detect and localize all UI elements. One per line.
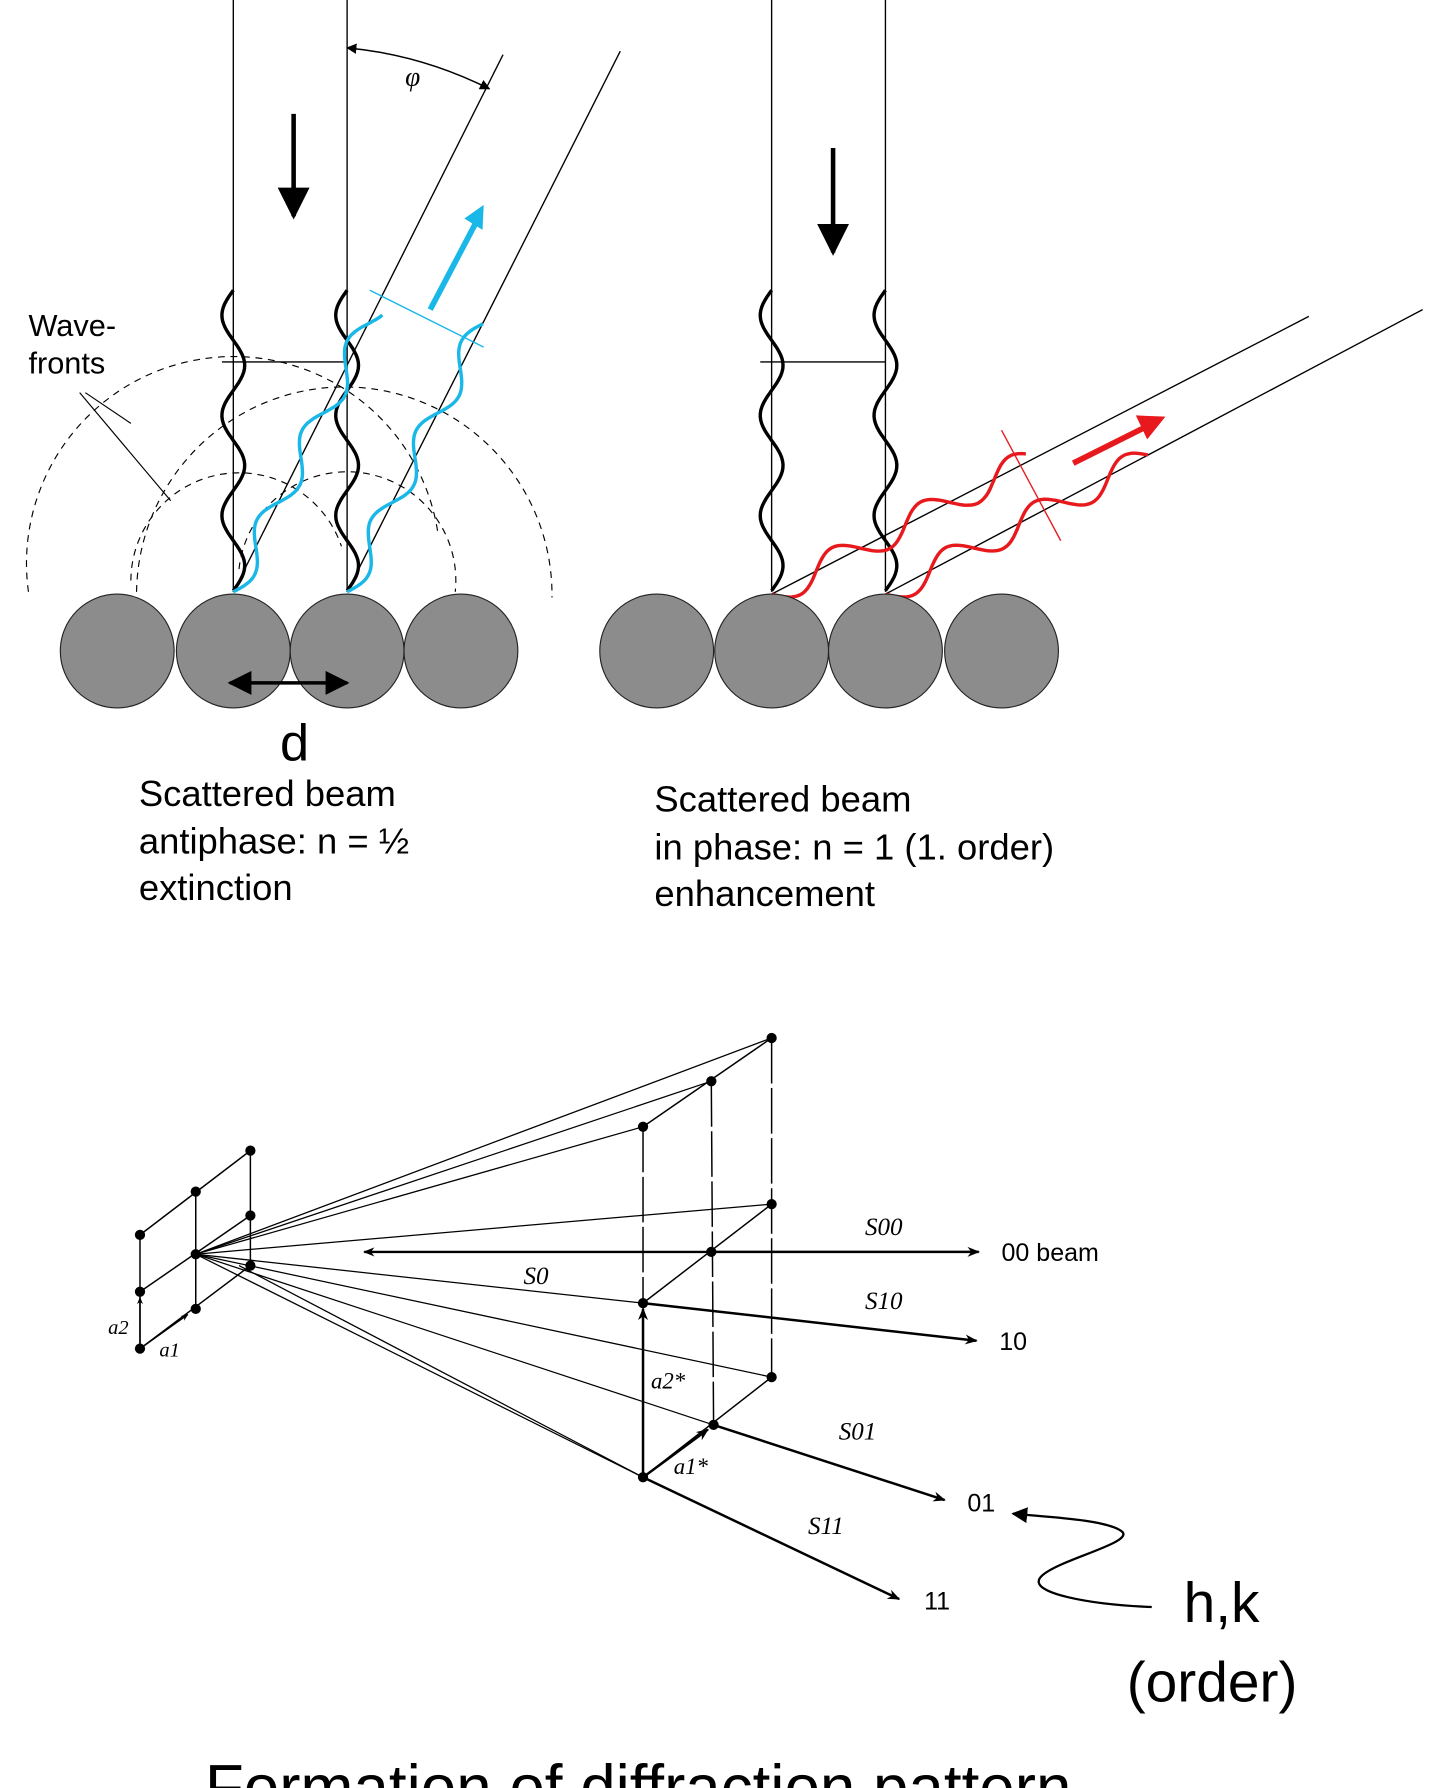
atom-row-right (599, 593, 1059, 709)
rays (195, 1037, 772, 1478)
reciprocal-lattice (638, 1037, 773, 1479)
phi-label: φ (405, 61, 420, 91)
lattice-point (708, 1419, 719, 1431)
scattered-beam-arrow-red (1071, 425, 1146, 466)
caption-in-phase: Scattered beam (654, 778, 911, 819)
waves (758, 289, 1149, 599)
lattice-point (134, 1343, 146, 1354)
label-s0: S0 (524, 1263, 550, 1290)
lattice-point (706, 1076, 717, 1087)
caption-antiphase: antiphase: n = ½ (139, 821, 409, 862)
beam-label-01: 01 (967, 1489, 995, 1517)
lattice-point (245, 1210, 256, 1221)
label-a2: a2 (108, 1317, 128, 1339)
lattice-point (134, 1286, 146, 1297)
beam-label-10: 10 (999, 1328, 1027, 1356)
lattice-point (190, 1186, 201, 1197)
lattice-point (245, 1260, 256, 1271)
incident-wave (872, 289, 899, 592)
caption-in-phase: enhancement (654, 873, 875, 914)
lattice-point (766, 1372, 777, 1383)
lattice-point (134, 1229, 146, 1240)
lattice-points (134, 1032, 777, 1483)
beam-label-00: 00 beam (1002, 1239, 1099, 1267)
lattice-point (706, 1246, 717, 1258)
in-phase-panel: Scattered beam in phase: n = 1 (1. order… (599, 0, 1423, 914)
scattered-wave-blue (232, 313, 384, 594)
bottom-labels: S00 S0 S10 S01 S11 a2 a1 a2* a1* 00 beam… (108, 1214, 1297, 1788)
label-s10: S10 (865, 1288, 903, 1315)
beam-11 (642, 1476, 901, 1601)
caption-antiphase: extinction (139, 867, 293, 908)
lattice-point (637, 1472, 649, 1483)
lattice-point (637, 1121, 649, 1132)
lattice-point (190, 1249, 201, 1260)
beam-01 (713, 1423, 946, 1502)
wavefronts-label: Wave- (28, 308, 116, 343)
atom-row-left (59, 593, 519, 709)
incident-beam-lines (221, 0, 621, 593)
caption-antiphase: Scattered beam (139, 773, 396, 814)
scattered-wave-blue (346, 322, 484, 594)
label-s11: S11 (808, 1513, 844, 1540)
blue-arrowhead-icon (464, 204, 484, 230)
lattice-point (637, 1298, 649, 1309)
wavefronts-label: fronts (28, 345, 105, 380)
label-a2star: a2* (651, 1369, 686, 1394)
incident-wave (758, 289, 785, 592)
scattered-beam-arrow-blue (427, 221, 479, 311)
order-label: (order) (1127, 1650, 1298, 1714)
lattice-point (245, 1145, 256, 1156)
label-s01: S01 (839, 1419, 877, 1446)
caption-in-phase: in phase: n = 1 (1. order) (654, 826, 1054, 867)
wavefronts-pointer (79, 392, 172, 502)
scattered-wave-red (771, 451, 1027, 599)
spacing-label: d (280, 714, 309, 772)
wavefront-arcs (25, 355, 553, 598)
waves (220, 289, 484, 594)
antiphase-panel: φ Wave- fronts d Scattered beam antiphas… (25, 0, 621, 908)
red-arrowhead-icon (1135, 415, 1166, 440)
hk-pointer (1011, 1507, 1152, 1609)
lattice-point (766, 1199, 777, 1210)
beam-10 (642, 1301, 978, 1345)
incident-wave (220, 289, 247, 592)
page-title: Formation of diffraction pattern (205, 1752, 1072, 1788)
beam-label-11: 11 (924, 1587, 950, 1615)
label-s00: S00 (865, 1214, 903, 1241)
reciprocal-lattice-diagram (134, 1032, 1152, 1609)
blue-wavefront-line (369, 289, 484, 348)
label-a1star: a1* (674, 1454, 709, 1479)
lattice-point (190, 1303, 201, 1314)
phi-angle-arc (346, 43, 491, 90)
lattice-point (766, 1032, 777, 1044)
scattered-wave-red (885, 451, 1149, 599)
hk-label: h,k (1184, 1571, 1260, 1635)
wavefronts-pointer (85, 392, 132, 424)
label-a1: a1 (159, 1340, 179, 1362)
red-wavefront-line (1000, 429, 1062, 541)
